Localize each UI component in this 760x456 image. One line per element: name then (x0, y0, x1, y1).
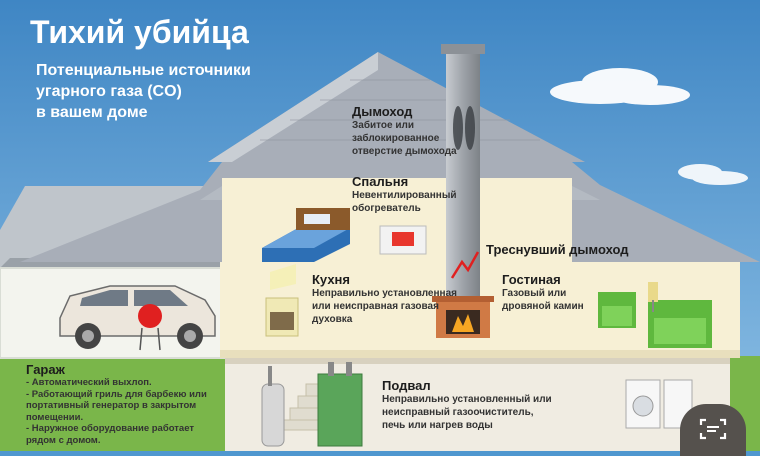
page-title: Тихий убийца (30, 14, 249, 50)
bedroom-desc: Невентилированный (352, 190, 457, 201)
kitchen-desc: или неисправная газовая (312, 301, 439, 312)
space-heater-icon (379, 225, 427, 255)
washer-icon (625, 379, 661, 429)
sofa-icon (648, 300, 712, 348)
subtitle-line: Потенциальные источники (36, 62, 251, 79)
list-item: портативный генератор в закрытом (26, 400, 197, 411)
basement-desc: печь или нагрев воды (382, 420, 493, 431)
furnace-icon (317, 362, 363, 447)
crack-mark (450, 251, 480, 279)
basement-desc: Неправильно установленный или (382, 394, 552, 405)
garage-callout: Гараж - Автоматический выхлоп. - Работаю… (26, 362, 226, 446)
basement-desc: неисправный газоочиститель, (382, 407, 534, 418)
water-heater-icon (261, 366, 285, 447)
living-room-desc: Газовый или (502, 288, 567, 299)
kitchen-callout: Кухня Неправильно установленная или неис… (312, 272, 457, 326)
stove-icon (265, 264, 299, 337)
lamp-icon (648, 282, 658, 312)
chimney-title: Дымоход (352, 104, 413, 119)
list-item: рядом с домом. (26, 434, 101, 446)
scan-text-icon (699, 418, 727, 440)
bedroom-title: Спальня (352, 174, 409, 189)
scan-text-button[interactable] (680, 404, 746, 456)
list-item: - Наружное оборудование работает (26, 423, 195, 434)
bed-icon (262, 208, 350, 262)
kitchen-desc: духовка (312, 314, 353, 325)
bedroom-callout: Спальня Невентилированный обогреватель (352, 174, 457, 215)
grill-icon (138, 304, 162, 351)
basement-title: Подвал (382, 378, 431, 393)
subtitle-line: угарного газа (CO) (36, 83, 182, 100)
chimney-desc: заблокированное (352, 133, 440, 144)
garage-list: - Автоматический выхлоп. - Работающий гр… (26, 377, 226, 446)
chimney-desc: отверстие дымохода (352, 146, 457, 157)
living-room-desc: дровяной камин (502, 301, 584, 312)
list-item: - Работающий гриль для барбекю или (26, 388, 207, 400)
car-icon (59, 285, 216, 349)
kitchen-title: Кухня (312, 272, 350, 287)
living-room-callout: Гостиная Газовый или дровяной камин (502, 272, 584, 313)
living-room-title: Гостиная (502, 272, 561, 287)
armchair-icon (598, 292, 636, 328)
garage-title: Гараж (26, 362, 65, 377)
list-item: - Автоматический выхлоп. (26, 377, 152, 388)
page-subtitle: Потенциальные источники угарного газа (C… (36, 60, 296, 123)
chimney-callout: Дымоход Забитое или заблокированное отве… (352, 104, 457, 158)
cloud (550, 68, 690, 105)
list-item: помещении. (26, 411, 84, 423)
cloud (678, 164, 748, 185)
kitchen-desc: Неправильно установленная (312, 288, 457, 299)
stairs-icon (281, 383, 323, 431)
chimney-desc: Забитое или (352, 120, 415, 131)
cracked-chimney-label: Треснувший дымоход (486, 242, 629, 257)
subtitle-line: в вашем доме (36, 104, 148, 121)
bedroom-desc: обогреватель (352, 203, 421, 214)
basement-callout: Подвал Неправильно установленный или неи… (382, 378, 552, 432)
upper-roof (208, 52, 585, 162)
